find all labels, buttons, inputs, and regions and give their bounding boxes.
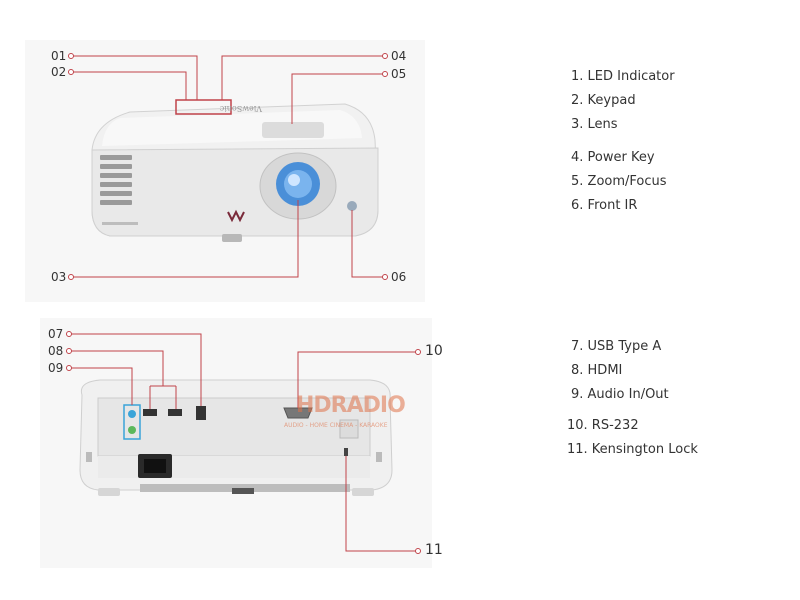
front-callout-lines [68,53,388,280]
legend-kensington-lock: 11. Kensington Lock [567,442,698,457]
callout-06: 06 [391,270,407,284]
kensington-slot [344,448,348,456]
callout-05: 05 [391,67,407,81]
legend-hdmi: 8. HDMI [571,363,623,378]
front-ir-sensor [347,201,357,211]
legend-rs232: 10. RS-232 [567,418,639,433]
rear-callout-lines [66,331,421,554]
rs232-port [283,407,313,419]
legend-led-indicator: 1. LED Indicator [571,69,675,84]
hdmi-port-1 [143,409,157,416]
watermark-logo: HDRADIO [296,393,406,418]
led-keypad-highlight [175,99,232,115]
callout-02: 02 [51,65,67,79]
callout-01: 01 [51,49,67,63]
hdmi-port-2 [168,409,182,416]
callout-04: 04 [391,49,407,63]
front-projector: ViewSonic [91,99,379,242]
callout-03: 03 [51,270,67,284]
legend-zoom-focus: 5. Zoom/Focus [571,174,667,189]
svg-text:ViewSonic: ViewSonic [219,104,263,113]
legend-audio-in-out: 9. Audio In/Out [571,387,669,402]
callout-09: 09 [48,361,64,375]
legend-usb-type-a: 7. USB Type A [571,339,662,354]
legend-lens: 3. Lens [571,117,618,132]
legend-power-key: 4. Power Key [571,150,655,165]
callout-11: 11 [425,542,443,558]
usb-port [196,406,206,420]
legend-keypad: 2. Keypad [571,93,636,108]
legend-front-ir: 6. Front IR [571,198,638,213]
callout-10: 10 [425,343,443,359]
front-vents [100,155,138,225]
callout-07: 07 [48,327,64,341]
callout-08: 08 [48,344,64,358]
watermark-tagline: AUDIO - HOME CINEMA - KARAOKE [284,422,388,429]
rear-projector [79,379,393,496]
